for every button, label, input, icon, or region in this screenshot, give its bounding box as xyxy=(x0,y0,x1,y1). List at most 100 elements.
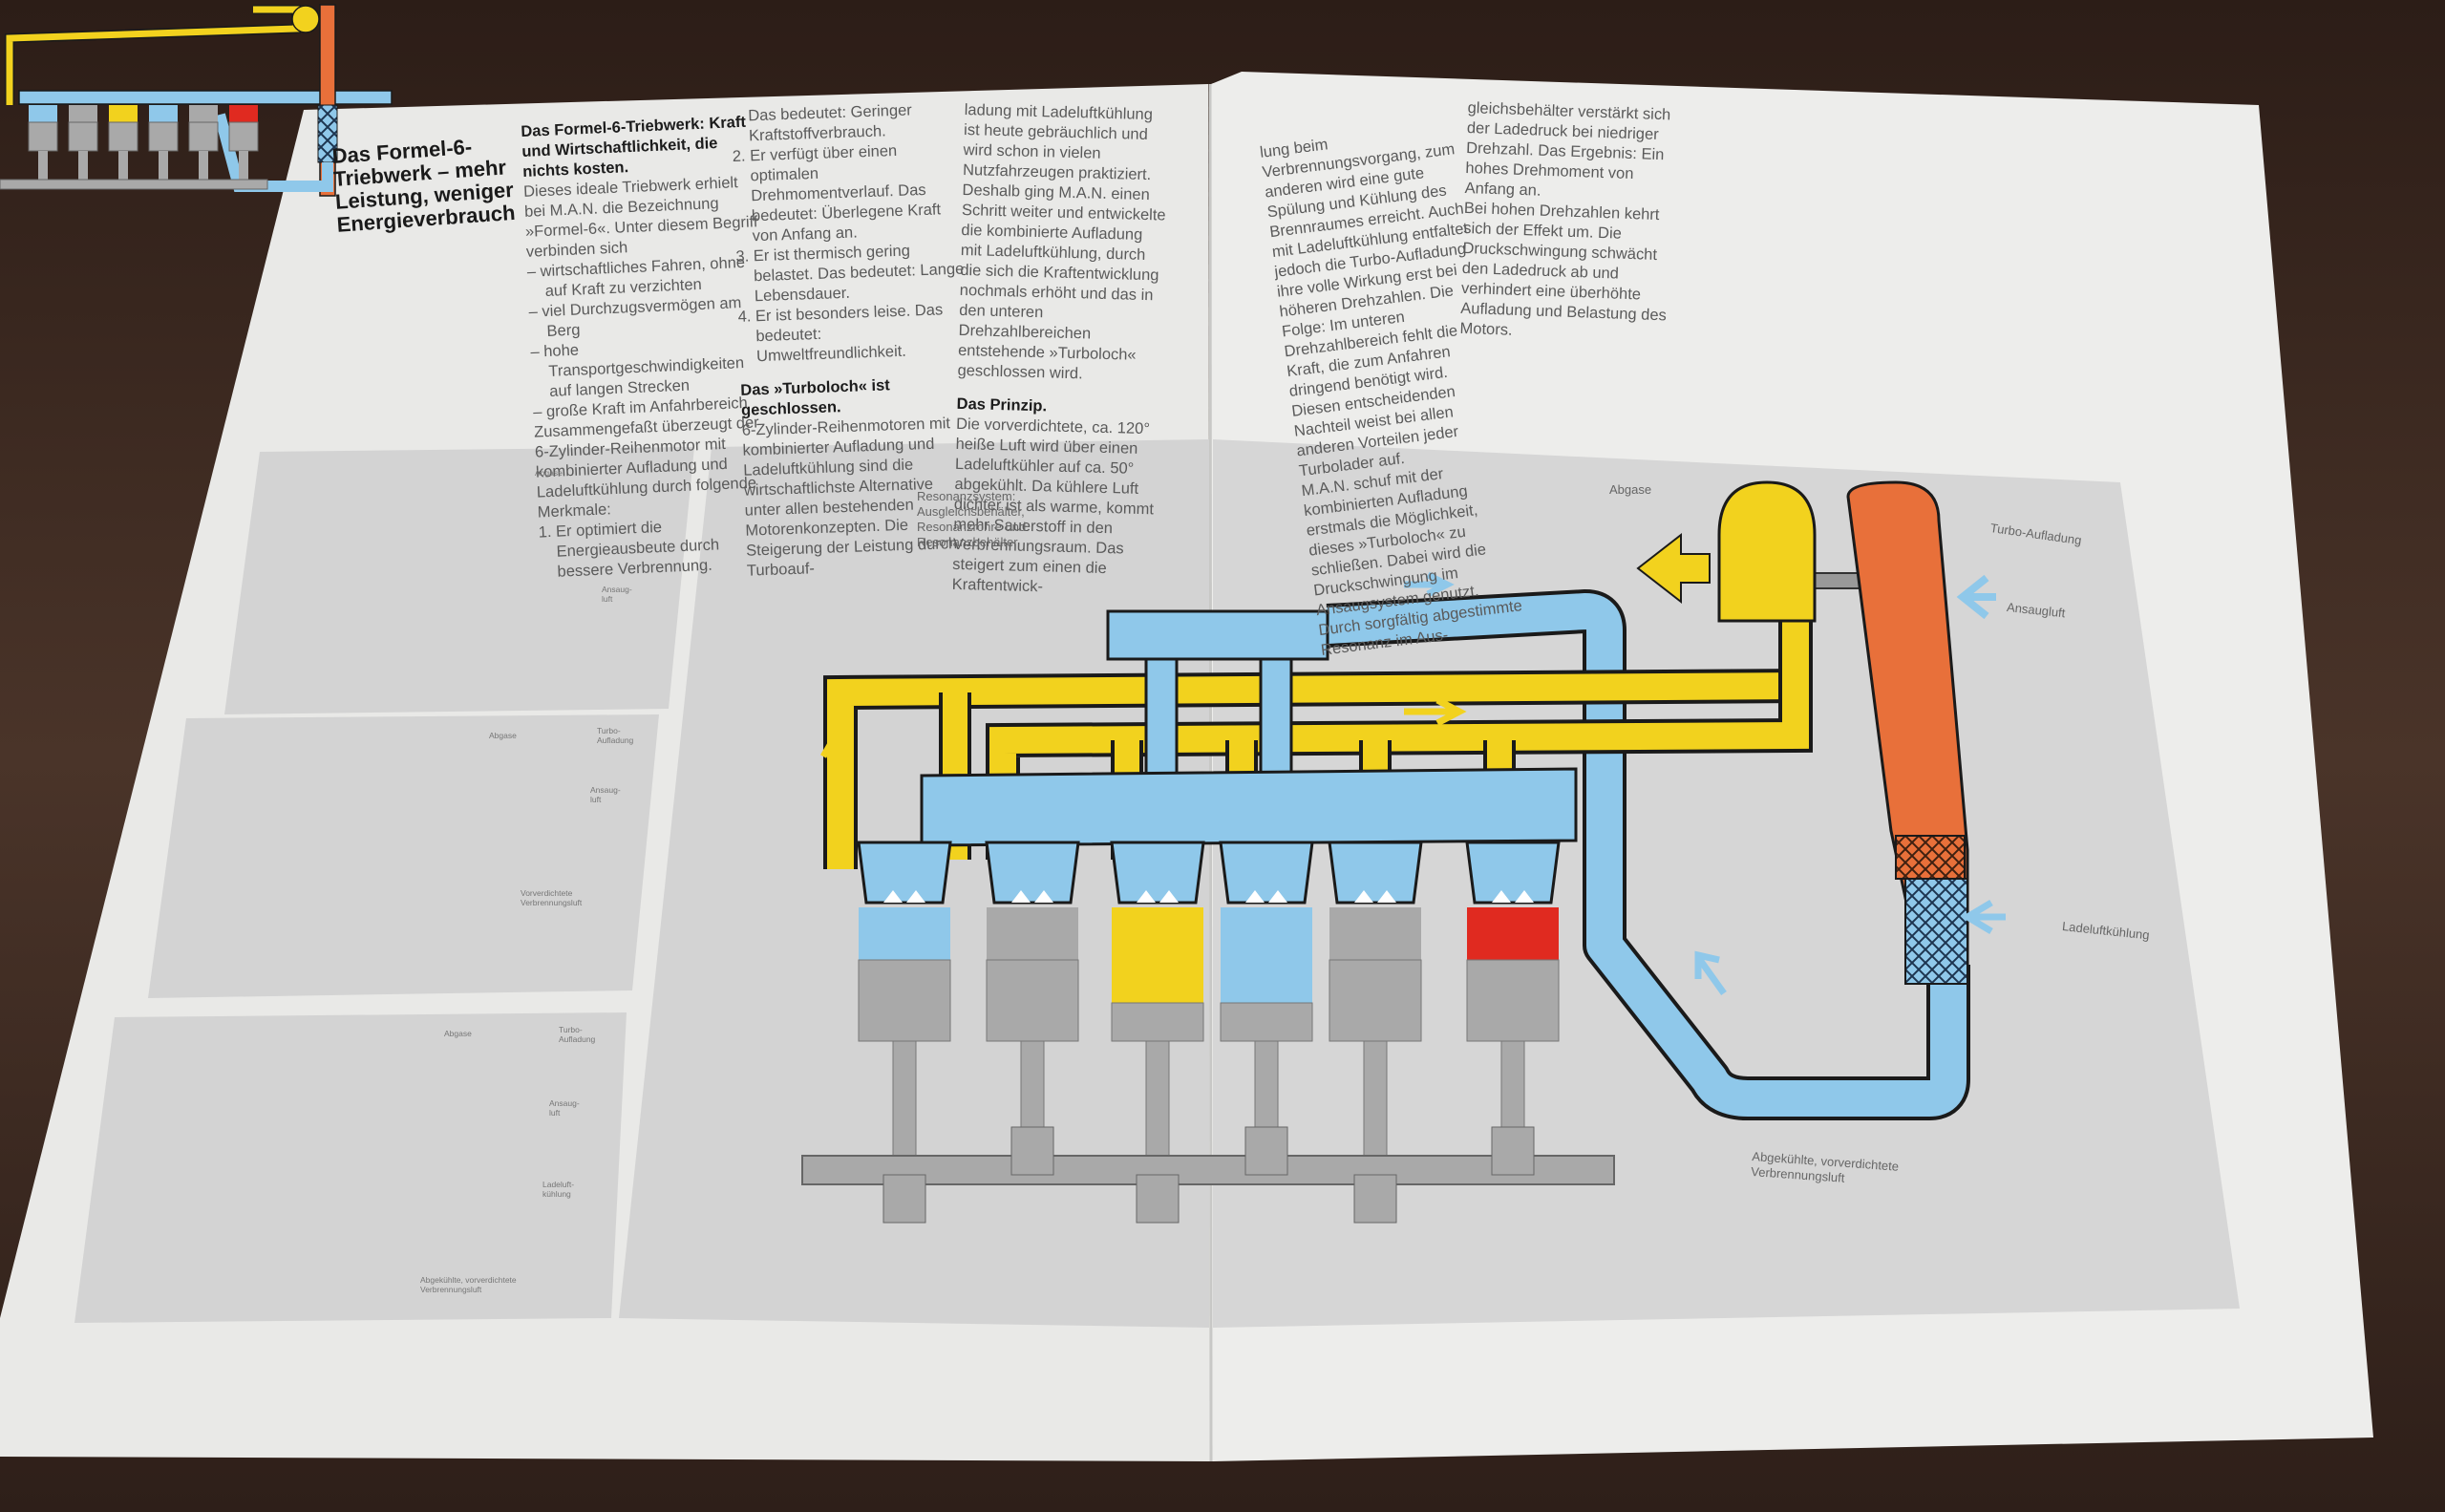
cylinder-body xyxy=(986,959,1079,1042)
cylinder-body xyxy=(188,121,219,152)
intake-arrow-icon xyxy=(1956,574,1996,620)
valve-icon xyxy=(883,890,903,903)
connecting-rod xyxy=(892,1040,917,1166)
column-5-para-1: gleichsbehälter verstärkt sich der Laded… xyxy=(1464,98,1671,200)
intake-manifold xyxy=(920,767,1578,847)
intercooler xyxy=(1904,878,1968,985)
small-1-exhaust-label: Abgase xyxy=(535,468,563,478)
connecting-rod xyxy=(159,151,168,180)
valve-icon xyxy=(906,890,925,903)
column-4-para-2: M.A.N. schuf mit der kombinierten Auflad… xyxy=(1300,465,1523,659)
valve-icon xyxy=(1515,890,1534,903)
flow-arrow-icon-3 xyxy=(819,729,852,783)
piston xyxy=(69,105,97,122)
engine-diagram xyxy=(801,480,2006,1224)
intake-manifold xyxy=(18,90,326,105)
valve-icon xyxy=(1034,890,1053,903)
cylinder-body xyxy=(1329,959,1422,1042)
cylinder-body xyxy=(28,121,58,152)
small-panel-2 xyxy=(148,714,659,998)
cylinder-head xyxy=(985,841,1080,905)
connecting-rod xyxy=(1363,1040,1388,1166)
cylinder-body xyxy=(68,121,98,152)
crankshaft xyxy=(801,1155,1615,1185)
down-arrow-icon xyxy=(1900,669,1930,715)
numbered-item: 4. Er ist besonders leise. Das bedeutet:… xyxy=(737,301,944,366)
small-1-intake-label: Ansaug-luft xyxy=(602,585,632,604)
piston xyxy=(987,907,1078,960)
column-1-summary: Zusammengefaßt überzeugt der 6-Zylinder-… xyxy=(533,414,760,522)
valve-icon xyxy=(1377,890,1396,903)
column-1-intro: Dieses ideale Triebwerk erhielt bei M.A.… xyxy=(522,174,758,261)
valve-icon xyxy=(1245,890,1265,903)
small-2-exhaust-label: Abgase xyxy=(489,731,517,740)
valve-icon xyxy=(1011,890,1031,903)
cylinder-head xyxy=(1328,841,1423,905)
piston xyxy=(1329,907,1421,960)
crank-web xyxy=(1353,1174,1397,1224)
small-3-exhaust-label: Abgase xyxy=(444,1029,472,1038)
cylinder-head xyxy=(1465,841,1561,905)
exhaust-label: Abgase xyxy=(1609,482,1652,497)
small-2-intake-label: Ansaug-luft xyxy=(590,785,621,804)
piston xyxy=(1467,907,1559,960)
valve-icon xyxy=(1137,890,1156,903)
small-3-intake-label: Ansaug-luft xyxy=(549,1098,580,1118)
flow-arrow-icon xyxy=(1404,571,1455,598)
piston xyxy=(1112,907,1203,1003)
exhaust-arrow-icon xyxy=(1636,532,1711,605)
cylinder-body xyxy=(1111,1002,1204,1042)
crank-web xyxy=(1244,1126,1288,1176)
main-diagram-panel-right xyxy=(1213,439,2240,1328)
cooling-air-arrow-icon xyxy=(1961,899,2006,935)
piston xyxy=(109,105,138,122)
small-3-cooled-air-label: Abgekühlte, vorverdichtete Verbrennungsl… xyxy=(420,1275,517,1294)
small-2-turbo-label: Turbo-Aufladung xyxy=(597,726,634,745)
cylinder-body xyxy=(1466,959,1560,1042)
resonance-label: Resonanzsystem: Ausgleichsbehälter, Reso… xyxy=(917,489,1027,549)
cylinder-head xyxy=(857,841,952,905)
crank-web xyxy=(1491,1126,1535,1176)
connecting-rod xyxy=(38,151,48,180)
valve-icon xyxy=(1159,890,1179,903)
connecting-rod xyxy=(78,151,88,180)
bullet-item: – hohe Transportgeschwindigkeiten auf la… xyxy=(530,341,745,400)
piston xyxy=(189,105,218,122)
piston xyxy=(229,105,258,122)
small-engine-diagram xyxy=(0,4,338,197)
turbocharger xyxy=(291,5,320,33)
valve-icon xyxy=(1354,890,1373,903)
cylinder-head xyxy=(1219,841,1314,905)
connecting-rod xyxy=(118,151,128,180)
valve-icon xyxy=(1268,890,1287,903)
connecting-rod xyxy=(1145,1040,1170,1166)
flow-arrow-icon-4 xyxy=(1694,950,1727,996)
small-3-turbo-label: Turbo-Aufladung xyxy=(559,1025,596,1044)
piston xyxy=(29,105,57,122)
numbered-item: 1. Er optimiert die Energieausbeute durc… xyxy=(538,518,720,581)
cylinder-body xyxy=(858,959,951,1042)
article-heading: Das Formel-6-Triebwerk – mehr Leistung, … xyxy=(330,134,517,237)
cylinder-body xyxy=(1220,1002,1313,1042)
valve-icon xyxy=(1492,890,1511,903)
small-2-compressed-air-label: Vorverdichtete Verbrennungsluft xyxy=(521,888,583,907)
piston xyxy=(1221,907,1312,1003)
small-panel-3 xyxy=(74,1012,627,1323)
column-3-body: ladung mit Ladeluftkühlung ist heute geb… xyxy=(957,100,1166,383)
crankshaft xyxy=(0,179,268,190)
intercooler-orange xyxy=(1895,835,1966,880)
cylinder-head xyxy=(1110,841,1205,905)
small-panel-1 xyxy=(224,447,694,714)
crank-web xyxy=(882,1174,926,1224)
flow-arrow-icon-2 xyxy=(1404,696,1467,727)
numbered-item: 3. Er ist thermisch gering belastet. Das… xyxy=(735,242,965,306)
piston xyxy=(149,105,178,122)
small-3-intercooling-label: Ladeluft-kühlung xyxy=(542,1180,575,1199)
cylinder-body xyxy=(228,121,259,152)
piston xyxy=(859,907,950,960)
column-5-para-2: Bei hohen Drehzahlen kehrt sich der Effe… xyxy=(1459,199,1668,339)
numbered-item: 2. Er verfügt über einen optimalen Drehm… xyxy=(732,141,942,245)
cylinder-body xyxy=(148,121,179,152)
turbine-housing xyxy=(1717,480,1817,623)
